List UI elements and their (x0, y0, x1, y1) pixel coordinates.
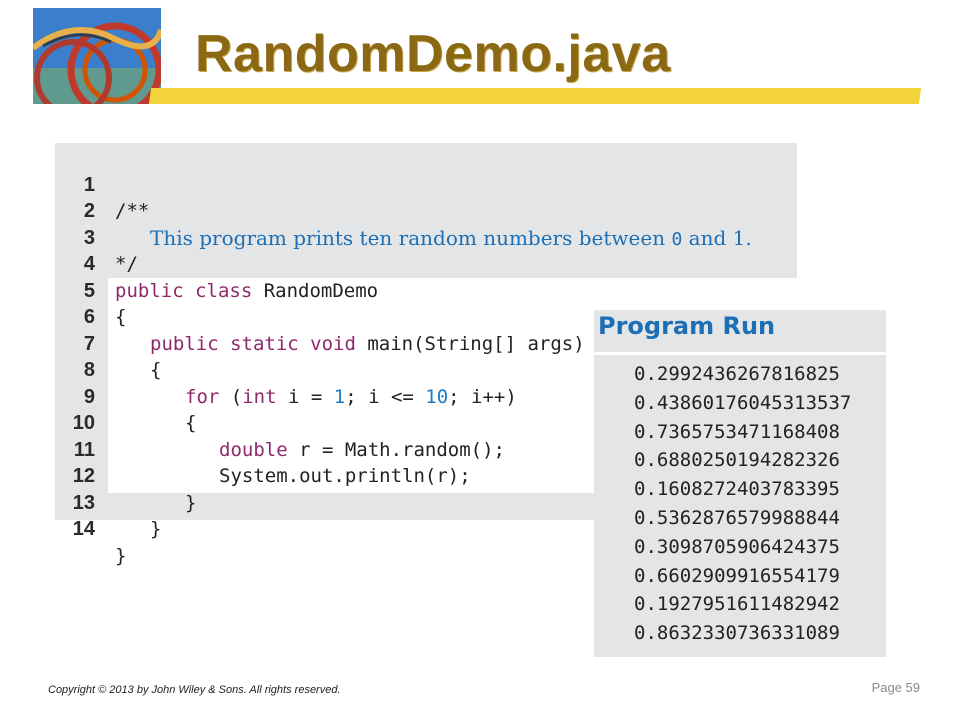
code-text: i = (276, 385, 334, 408)
output-line: 0.3098705906424375 (634, 535, 840, 558)
code-line: 7 { (55, 304, 162, 382)
code-line: 4 public class RandomDemo (55, 225, 378, 302)
line-number: 5 (83, 279, 95, 302)
line-text: { (185, 412, 197, 434)
code-line: 2 This program prints ten random numbers… (55, 172, 752, 250)
code-text: ( (219, 385, 243, 408)
line-number: 1 (83, 173, 95, 196)
keyword: double (219, 438, 288, 461)
output-line: 0.8632330736331089 (634, 622, 840, 645)
line-number: 10 (72, 412, 95, 434)
code-line: 5 { (55, 251, 127, 329)
line-number: 13 (72, 491, 95, 514)
program-run-title: Program Run (598, 312, 776, 340)
line-text: } (150, 518, 162, 540)
line-text: for (int i = 1; i <= 10; i++) (185, 384, 517, 411)
code-line: 14 } (55, 490, 127, 567)
line-number: 3 (83, 226, 95, 249)
title-underline-bar (148, 88, 922, 104)
code-gutter-bg (55, 278, 108, 520)
line-text: System.out.println(r); (219, 465, 471, 487)
number-literal: 10 (425, 385, 449, 408)
output-line: 0.7365753471168408 (634, 420, 840, 443)
line-number: 7 (83, 332, 95, 355)
program-run-output: 0.2992436267816825 0.43860176045313537 0… (594, 355, 886, 657)
code-line: 13 } (55, 463, 162, 541)
code-line: 1 /** (55, 145, 149, 223)
line-text: } (185, 491, 197, 514)
keyword: for (185, 385, 220, 408)
doc-comment-text: This program prints ten random numbers b… (150, 225, 752, 254)
output-line: 0.1608272403783395 (634, 478, 840, 501)
line-number: 9 (83, 385, 95, 408)
code-line: 6 public static void main(String[] args) (55, 278, 585, 355)
line-text: { (115, 306, 127, 328)
line-number: 4 (83, 253, 95, 275)
code-bg-bottom (55, 493, 595, 520)
slide-title: RandomDemo.java (195, 25, 671, 83)
line-text: } (115, 544, 127, 567)
code-text: main(String[] args) (355, 332, 585, 355)
line-number: 11 (73, 438, 95, 461)
output-line: 0.2992436267816825 (634, 363, 840, 385)
page-number: Page 59 (871, 680, 920, 695)
code-text: ; i++) (448, 385, 517, 408)
keyword: public class (115, 279, 253, 302)
output-line: 0.1927951611482942 (634, 593, 840, 616)
line-number: 6 (83, 306, 95, 328)
line-text: double r = Math.random(); (219, 437, 505, 464)
number-literal: 1 (333, 385, 346, 408)
code-line: 3 */ (55, 198, 138, 276)
line-text: public class RandomDemo (115, 278, 378, 305)
comment-text-end: and 1. (682, 225, 752, 250)
code-line: 8 for (int i = 1; i <= 10; i++) (55, 331, 517, 408)
line-text: { (150, 359, 162, 381)
code-bg-top (55, 143, 797, 278)
output-line: 0.5362876579988844 (634, 507, 840, 529)
keyword: int (242, 385, 277, 408)
roller-coaster-logo-image (33, 8, 161, 104)
comment-text-part: This program prints ten random numbers b… (150, 225, 672, 250)
copyright-notice: Copyright © 2013 by John Wiley & Sons. A… (48, 684, 341, 696)
code-line: 12 } (55, 437, 197, 514)
line-number: 8 (83, 359, 95, 381)
code-text: ; i <= (345, 385, 426, 408)
comment-mono-part: 0 (671, 228, 683, 250)
line-number: 2 (83, 200, 95, 222)
output-line: 0.6880250194282326 (634, 449, 840, 472)
code-line: 10 double r = Math.random(); (55, 384, 505, 461)
code-text: r = Math.random(); (287, 438, 505, 461)
output-line: 0.6602909916554179 (634, 564, 840, 587)
code-line: 11 System.out.println(r); (55, 410, 471, 488)
line-text: /** (115, 200, 150, 222)
code-line: 9 { (55, 357, 197, 435)
line-number: 12 (72, 465, 95, 487)
line-text: public static void main(String[] args) (150, 331, 585, 358)
line-number: 14 (72, 518, 95, 540)
program-run-header-bg (594, 310, 886, 352)
keyword: public static void (150, 332, 356, 355)
line-text: */ (115, 253, 138, 275)
output-line: 0.43860176045313537 (634, 391, 852, 414)
code-text: RandomDemo (252, 279, 379, 302)
